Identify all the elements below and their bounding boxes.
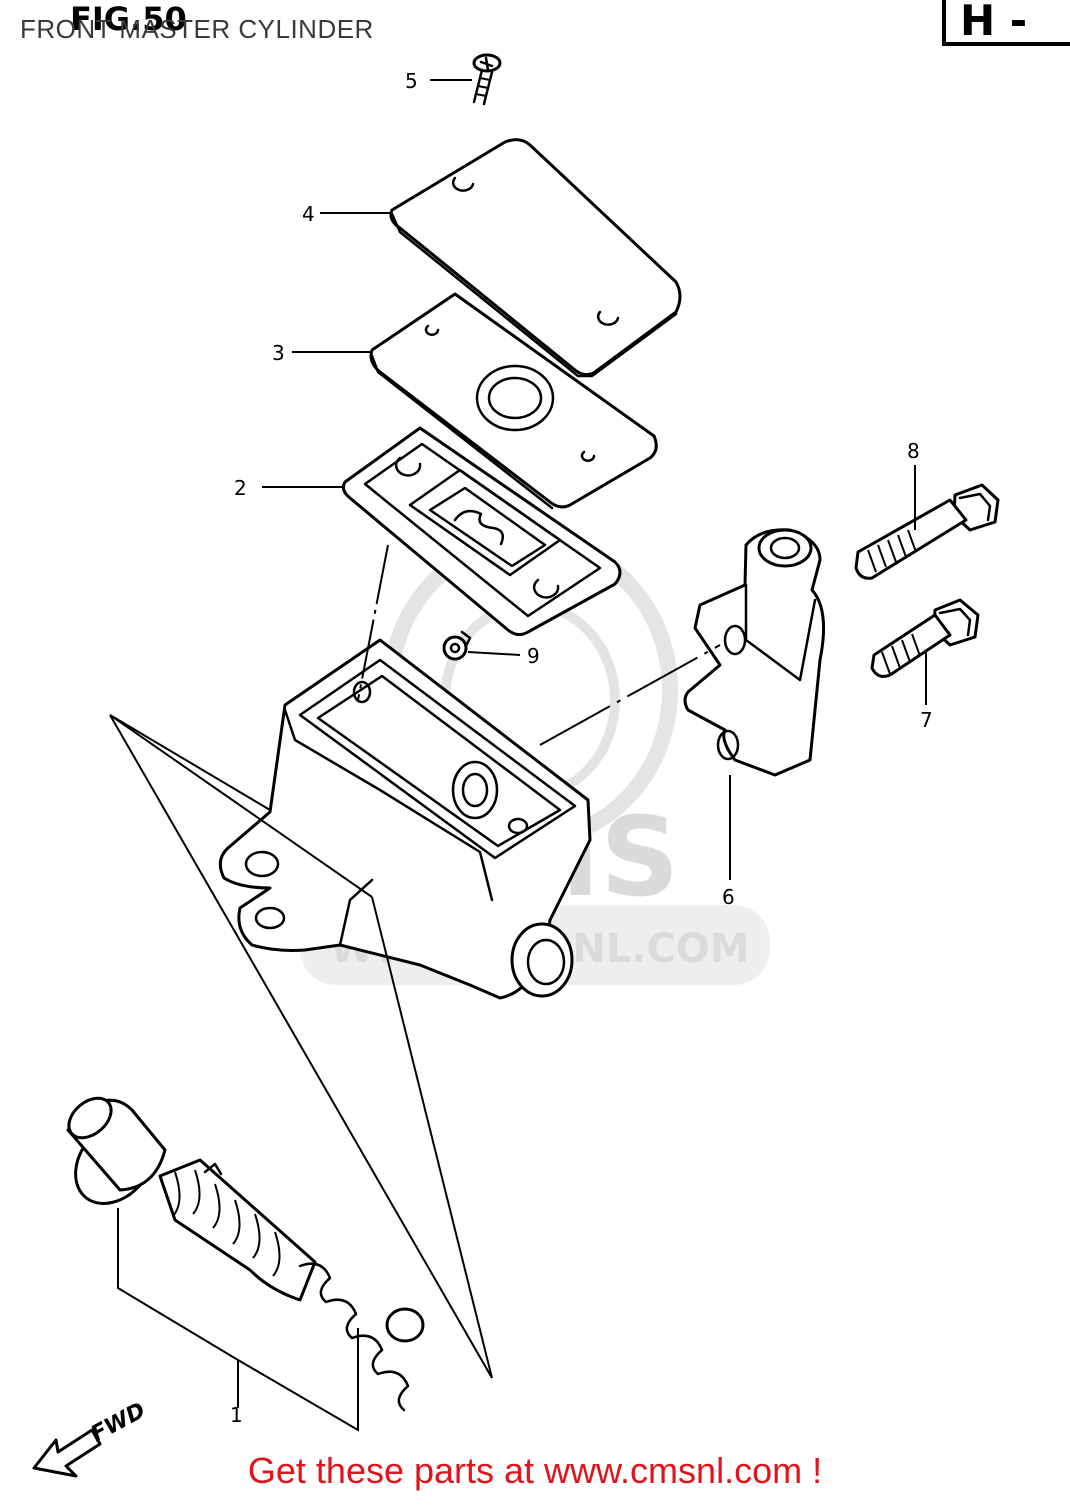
part-4-cap (320, 138, 682, 378)
callout-4: 4 (302, 202, 315, 226)
part-7-bolt (870, 598, 980, 705)
figure-number: FIG.50 (70, 0, 187, 38)
callout-2: 2 (234, 476, 247, 500)
part-9-washer (442, 630, 521, 661)
part-1-piston-set (66, 1096, 425, 1432)
page-code: H - (960, 0, 1028, 45)
part-3-plate (292, 292, 658, 510)
part-6-clamp (683, 528, 826, 880)
callout-8: 8 (907, 439, 920, 463)
footer-link-text[interactable]: Get these parts at www.cmsnl.com ! (247, 1450, 823, 1491)
part-8-bolt (854, 465, 1000, 580)
assembly-guide-lines (109, 544, 721, 1379)
fwd-label: FWD (87, 1398, 150, 1447)
figure-title: FRONT MASTER CYLINDER (20, 14, 374, 44)
callout-6: 6 (722, 885, 735, 909)
master-cylinder-body (218, 638, 592, 1000)
callout-3: 3 (272, 341, 285, 365)
part-2-diaphragm (262, 426, 622, 637)
callout-9: 9 (527, 644, 540, 668)
callout-5: 5 (405, 69, 418, 93)
callout-7: 7 (920, 708, 933, 732)
part-5-screw (430, 53, 502, 106)
page-code-box (942, 0, 1070, 46)
callout-numbers: 1 2 3 4 5 6 7 8 9 (230, 69, 933, 1427)
callout-1: 1 (230, 1403, 243, 1427)
